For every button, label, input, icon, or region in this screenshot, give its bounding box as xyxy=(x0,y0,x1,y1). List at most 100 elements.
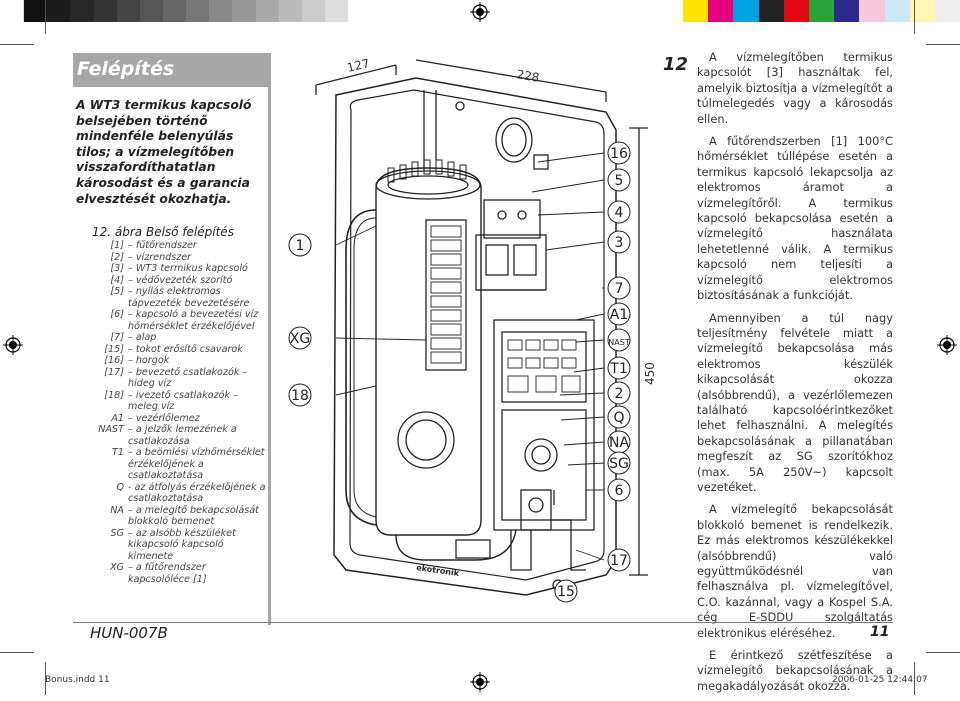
legend-key: [1] xyxy=(110,240,124,251)
callout-circle xyxy=(607,548,631,572)
crop-mark xyxy=(914,662,915,695)
legend-text: – WT3 termikus kapcsoló xyxy=(128,263,248,274)
figure-number: 12 xyxy=(663,54,689,75)
legend-text: – a beömlési vízhőmérséklet érzékelőjéne… xyxy=(128,447,265,481)
legend-text: – vezérlőlemez xyxy=(128,412,200,424)
crop-mark xyxy=(45,662,46,695)
callout-q: Q xyxy=(613,410,624,426)
callout-nast: NAST xyxy=(608,338,630,347)
callout-t1: T1 xyxy=(609,361,627,377)
legend-key: [2] xyxy=(110,251,124,263)
callout-a1: A1 xyxy=(610,307,628,323)
grayscale-color-bar xyxy=(0,0,349,22)
callout-circle xyxy=(288,233,312,257)
legend-key: NA xyxy=(110,504,124,516)
legend-item: XG– a fűtőrendszer kapcsolóléce [1] xyxy=(70,562,266,585)
legend-item: SG – az alsóbb készüléket kikapcsoló kapc… xyxy=(70,528,266,563)
legend-item: NAST– a jelzők lemezének a csatlakozása xyxy=(70,424,266,447)
legend-key: [3] xyxy=(110,263,124,274)
legend-key: [6] xyxy=(110,309,124,320)
crop-mark xyxy=(0,652,34,653)
legend-key: [4] xyxy=(110,274,124,286)
callout-5: 5 xyxy=(615,173,624,189)
legend-key: [15] xyxy=(104,343,124,355)
legend-text: – horgok xyxy=(128,355,170,366)
slug-filename: Bonus.indd 11 xyxy=(45,675,110,685)
callout-4: 4 xyxy=(615,205,624,221)
legend-text: – védővezeték szorító xyxy=(128,274,233,286)
callout-15: 15 xyxy=(557,584,575,600)
crop-mark xyxy=(926,652,960,653)
legend-item: [17]– bevezető csatlakozók – hideg víz xyxy=(70,367,266,390)
legend-item: [18]– ivezető csatlakozók – meleg víz xyxy=(70,390,266,413)
legend-text: – a jelzők lemezének a csatlakozása xyxy=(128,424,237,447)
crop-mark xyxy=(0,44,34,45)
legend-item: [6] – kapcsoló a bevezetési víz hőmérsékl… xyxy=(70,309,266,332)
legend-text: – a melegítő bekapcsolását blokkoló beme… xyxy=(128,504,259,528)
legend-text: – az alsóbb készüléket kikapcsoló kapcso… xyxy=(128,527,236,562)
dimension-228: 228 xyxy=(515,67,540,85)
callout-circle xyxy=(607,302,631,326)
callout-18: 18 xyxy=(291,388,309,404)
body-paragraph: Amennyiben a túl nagy teljesítmény felvé… xyxy=(697,310,893,494)
cmyk-color-bar xyxy=(683,0,960,22)
callout-circle xyxy=(607,478,631,502)
callout-6: 6 xyxy=(615,483,624,499)
callout-circle xyxy=(607,276,631,300)
slug-timestamp: 2006-01-25 12:44:07 xyxy=(832,675,928,685)
legend-item: T1– a beömlési vízhőmérséklet érzékelőjé… xyxy=(70,447,266,482)
brand-label: ekotronik xyxy=(416,563,461,578)
callout-7: 7 xyxy=(615,281,624,297)
registration-mark-icon xyxy=(470,2,490,22)
callout-circle xyxy=(607,141,631,165)
section-header: Felépítés xyxy=(73,53,270,87)
callout-circle xyxy=(607,405,631,429)
crop-mark xyxy=(926,44,960,45)
crop-mark xyxy=(45,0,46,34)
legend-item: [4] – védővezeték szorító xyxy=(70,275,266,287)
legend-text: - az átfolyás érzékelőjének a csatlakozt… xyxy=(128,481,266,505)
crop-mark xyxy=(914,0,915,34)
body-paragraph: E érintkező szétfeszítése a vízmelegítő … xyxy=(697,648,893,693)
legend-item: [16] – horgok xyxy=(70,355,266,367)
legend-item: [2] – vízrendszer xyxy=(70,252,266,264)
legend-text: – tokot erősítő csavarok xyxy=(128,343,243,355)
legend-key: [7] xyxy=(110,332,124,343)
figure-legend: [1]– fűtőrendszer[2] – vízrendszer [3] – WT… xyxy=(70,240,266,585)
callout-16: 16 xyxy=(610,146,628,162)
legend-key: [16] xyxy=(104,355,124,366)
legend-key: A1 xyxy=(111,412,124,424)
body-paragraph: A vízmelegítőben termikus kapcsolót [3] … xyxy=(697,50,893,126)
legend-key: [18] xyxy=(104,389,124,401)
legend-item: NA – a melegítő bekapcsolását blokkoló be… xyxy=(70,505,266,528)
body-paragraph: A fűtőrendszerben [1] 100°C hőmérséklet … xyxy=(697,134,893,303)
callout-2: 2 xyxy=(615,386,624,402)
legend-item: [1]– fűtőrendszer xyxy=(70,240,266,252)
legend-key: SG xyxy=(110,527,124,539)
callout-na: NA xyxy=(609,435,629,451)
legend-key: Q xyxy=(116,481,124,493)
callout-circle xyxy=(607,356,631,380)
legend-text: – vízrendszer xyxy=(128,251,192,263)
page-number: 11 xyxy=(870,624,890,640)
footer-rule xyxy=(73,622,893,623)
dimension-450: 450 xyxy=(643,362,657,385)
registration-mark-icon xyxy=(3,335,23,355)
legend-text: – kapcsoló a bevezetési víz hőmérséklet … xyxy=(128,309,259,332)
legend-text: – a fűtőrendszer kapcsolóléce [1] xyxy=(128,562,207,585)
legend-key: [5] xyxy=(110,286,124,297)
registration-mark-icon xyxy=(470,672,490,692)
callout-circle xyxy=(288,326,312,350)
figure-title: 12. ábra Belső felépítés xyxy=(92,225,234,239)
legend-text: – alap xyxy=(128,332,157,343)
column-divider xyxy=(268,53,271,625)
legend-item: [5] – nyílás elektromos tápvezeték beveze… xyxy=(70,286,266,309)
body-paragraph: A vízmelegítő bekapcsolását blokkoló bem… xyxy=(697,502,893,640)
legend-item: A1 – vezérlőlemez xyxy=(70,413,266,425)
right-column-text: A vízmelegítőben termikus kapcsolót [3] … xyxy=(697,50,893,701)
legend-item: Q - az átfolyás érzékelőjének a csatlakoz… xyxy=(70,482,266,505)
legend-item: [7] – alap xyxy=(70,332,266,344)
warning-text: A WT3 termikus kapcsoló belsejében törté… xyxy=(76,98,252,206)
legend-text: – nyílás elektromos tápvezeték bevezetés… xyxy=(128,286,250,309)
callout-xg: XG xyxy=(290,331,310,347)
